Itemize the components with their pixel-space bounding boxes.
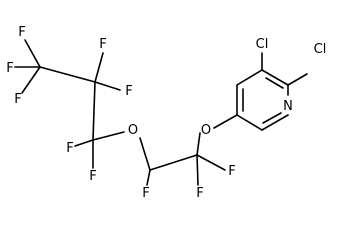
bond [196,132,201,156]
fluorine-atom-label: F [196,186,203,201]
nitrogen-atom-label: N [283,99,293,114]
bond [92,81,96,141]
fluorine-atom-label: F [125,84,132,99]
bond [146,169,151,186]
chloro-substituents [261,52,308,86]
bond [39,66,96,83]
bond [24,39,41,68]
chlorine-atom-label: Cl [314,42,327,57]
fluorine-atom-label: F [66,141,73,156]
bond [94,81,121,91]
fluorine-atom-label: F [99,37,106,52]
fluorine-atom-label: F [14,92,21,107]
atom-labels: Cl Cl N O O F F F F F F F F F F [6,25,326,201]
bond [287,73,308,86]
fluorine-atom-label: F [228,164,235,179]
oxygen-atom-label: O [128,123,138,138]
bond [261,114,289,131]
bond [92,131,125,141]
chlorine-atom-label: Cl [256,37,269,52]
fluorine-atom-label: F [6,61,13,76]
bond [139,137,151,171]
bond [74,139,94,147]
bond [261,69,289,86]
pyridine-ring [236,69,289,131]
bond [213,114,238,129]
bond [236,69,263,86]
bond [265,77,284,89]
oxygen-atom-label: O [201,123,211,138]
fluorine-atom-label: F [89,169,96,184]
bond [196,154,226,171]
bond [262,112,282,124]
chemical-structure: Cl Cl N O O F F F F F F F F F F [6,25,326,201]
bond [236,114,263,131]
bond [21,66,41,94]
fluorine-atom-label: F [18,25,25,40]
bond [196,154,199,186]
fluoroalkoxy-chain [14,39,238,186]
bond [94,52,104,83]
bond [149,154,198,171]
fluorine-atom-label: F [142,186,149,201]
